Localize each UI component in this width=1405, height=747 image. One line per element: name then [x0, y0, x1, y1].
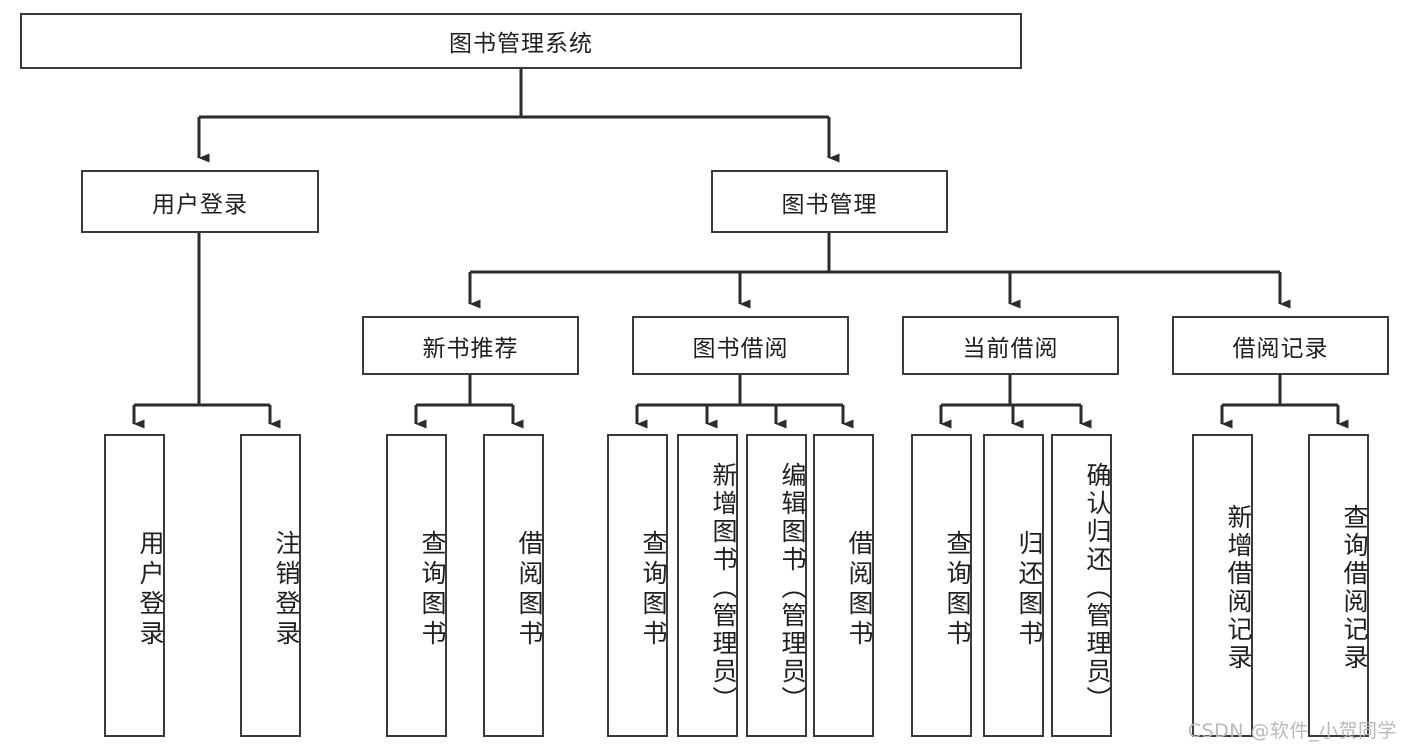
node-leaf-borrow-add[interactable]: 新增图书（管理员）	[677, 434, 738, 737]
node-leaf-borrow-query-label: 查询图书	[639, 529, 668, 650]
node-user-login[interactable]: 用户登录	[81, 170, 319, 233]
node-new-book-rec-label: 新书推荐	[422, 335, 519, 362]
csdn-watermark: CSDN @软件_小贺同学	[1187, 720, 1397, 742]
node-current-borrow[interactable]: 当前借阅	[902, 316, 1119, 375]
node-leaf-logout[interactable]: 注销登录	[240, 434, 301, 737]
node-book-manage[interactable]: 图书管理	[711, 170, 948, 233]
node-leaf-rec-search[interactable]: 查询借阅记录	[1308, 434, 1369, 737]
node-leaf-rec-query[interactable]: 查询图书	[386, 434, 447, 737]
node-book-manage-label: 图书管理	[781, 191, 878, 218]
node-leaf-borrow-lend-label: 借阅图书	[845, 529, 874, 650]
node-leaf-borrow-query[interactable]: 查询图书	[607, 434, 668, 737]
node-root[interactable]: 图书管理系统	[20, 13, 1022, 69]
node-leaf-borrow-edit[interactable]: 编辑图书（管理员）	[746, 434, 807, 737]
node-leaf-rec-borrow-label: 借阅图书	[515, 529, 544, 650]
node-leaf-borrow-lend[interactable]: 借阅图书	[813, 434, 874, 737]
node-borrow-record-label: 借阅记录	[1232, 335, 1329, 362]
node-borrow-record[interactable]: 借阅记录	[1172, 316, 1389, 375]
node-leaf-rec-add[interactable]: 新增借阅记录	[1192, 434, 1253, 737]
node-leaf-borrow-add-label: 新增图书（管理员）	[709, 461, 738, 714]
node-leaf-cur-return-label: 归还图书	[1015, 529, 1044, 650]
node-leaf-user-login[interactable]: 用户登录	[104, 434, 165, 737]
node-book-borrow-label: 图书借阅	[692, 335, 789, 362]
node-leaf-rec-borrow[interactable]: 借阅图书	[483, 434, 544, 737]
node-leaf-rec-query-label: 查询图书	[418, 529, 447, 650]
node-leaf-cur-query-label: 查询图书	[943, 529, 972, 650]
node-root-label: 图书管理系统	[449, 31, 593, 57]
node-current-borrow-label: 当前借阅	[962, 335, 1059, 362]
node-leaf-cur-confirm[interactable]: 确认归还（管理员）	[1051, 434, 1112, 737]
node-user-login-label: 用户登录	[152, 191, 248, 218]
node-leaf-rec-search-label: 查询借阅记录	[1340, 503, 1369, 672]
node-leaf-logout-label: 注销登录	[272, 529, 301, 650]
node-leaf-borrow-edit-label: 编辑图书（管理员）	[778, 461, 807, 714]
node-leaf-user-login-label: 用户登录	[136, 529, 165, 650]
node-leaf-cur-query[interactable]: 查询图书	[911, 434, 972, 737]
node-leaf-cur-return[interactable]: 归还图书	[983, 434, 1044, 737]
node-leaf-rec-add-label: 新增借阅记录	[1224, 503, 1253, 672]
node-book-borrow[interactable]: 图书借阅	[632, 316, 849, 375]
node-new-book-rec[interactable]: 新书推荐	[362, 316, 579, 375]
node-leaf-cur-confirm-label: 确认归还（管理员）	[1083, 461, 1112, 714]
